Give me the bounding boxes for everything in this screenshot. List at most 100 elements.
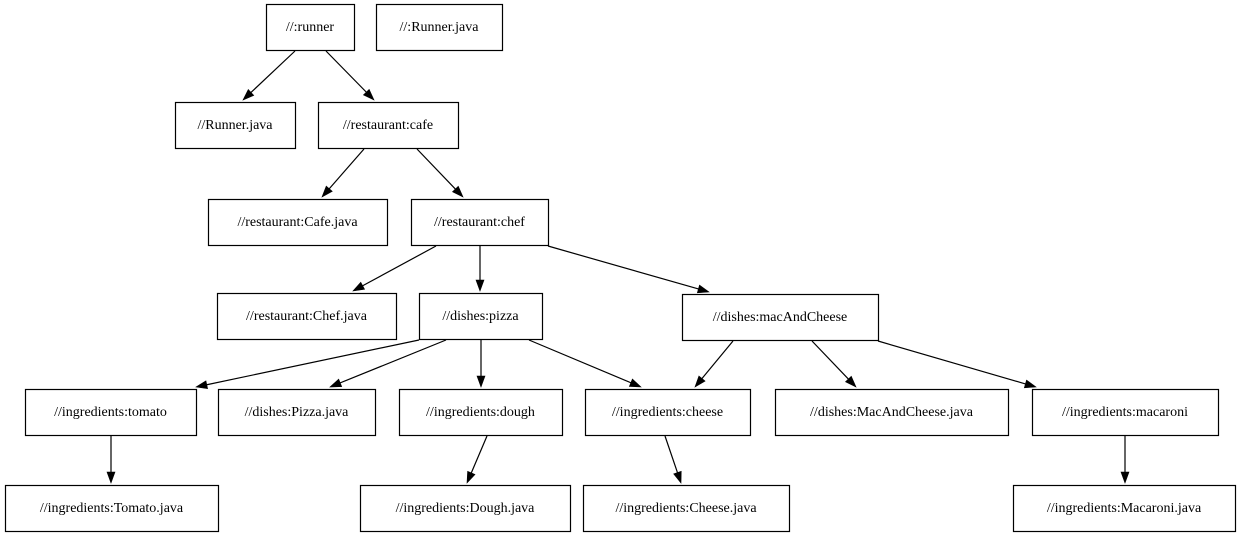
edge-runner-to-cafe [325,50,375,101]
edge-pizza-to-tomato [195,339,420,390]
edge-cheese-to-cheese-java [664,435,682,484]
nodes-layer: //:runner //:Runner.java //Runner.java //re… [4,3,1237,533]
edge-pizza-to-cheese [528,339,642,388]
graph-node-pizza-java[interactable]: //dishes:Pizza.java [217,388,377,437]
node-label: //ingredients:Dough.java [396,501,536,516]
arrowhead-icon [476,375,486,388]
edge-chef-to-pizza [475,246,485,292]
node-box[interactable] [582,484,791,533]
node-label: //dishes:Pizza.java [245,405,350,420]
node-label: //restaurant:Cafe.java [237,215,358,230]
node-box[interactable] [24,388,198,437]
node-label: //:Runner.java [400,20,480,35]
node-label: //dishes:MacAndCheese.java [810,405,974,420]
node-label: //ingredients:dough [426,405,535,420]
node-box[interactable] [359,484,572,533]
node-label: //ingredients:Tomato.java [40,501,184,516]
graph-node-tomato-java[interactable]: //ingredients:Tomato.java [4,484,220,533]
graph-node-dough[interactable]: //ingredients:dough [398,388,564,437]
graph-node-mac-cheese-java[interactable]: //dishes:MacAndCheese.java [774,388,1010,437]
edge-line [325,50,367,93]
graph-node-dough-java[interactable]: //ingredients:Dough.java [359,484,572,533]
graph-node-tomato[interactable]: //ingredients:tomato [24,388,198,437]
edge-mac-and-cheese-to-macaroni [877,340,1037,389]
node-label: //Runner.java [197,118,273,133]
edge-line [701,340,734,379]
graph-node-cafe[interactable]: //restaurant:cafe [317,101,460,150]
edge-mac-and-cheese-to-mac-cheese-java [811,340,857,388]
graph-node-root-runner-java[interactable]: //:Runner.java [375,3,504,52]
edge-runner-to-runner-java [242,50,296,101]
node-box[interactable] [398,388,564,437]
graph-node-cheese-java[interactable]: //ingredients:Cheese.java [582,484,791,533]
node-box[interactable] [317,101,460,150]
node-box[interactable] [174,101,297,150]
node-box[interactable] [410,198,550,247]
graph-node-chef-java[interactable]: //restaurant:Chef.java [216,292,398,341]
arrowhead-icon [451,185,464,198]
graph-node-macaroni[interactable]: //ingredients:macaroni [1031,388,1220,437]
edge-macaroni-to-macaroni-java [1120,436,1130,484]
arrowhead-icon [106,471,116,484]
node-box[interactable] [418,292,544,341]
node-label: //restaurant:cafe [343,118,433,133]
edge-line [528,339,632,384]
graph-node-pizza[interactable]: //dishes:pizza [418,292,544,341]
node-box[interactable] [207,198,389,247]
node-label: //ingredients:tomato [54,405,167,420]
edge-line [470,435,488,474]
edge-tomato-to-tomato-java [106,436,116,484]
node-box[interactable] [584,388,752,437]
node-label: //dishes:pizza [442,309,519,324]
node-box[interactable] [217,388,377,437]
node-box[interactable] [1031,388,1220,437]
node-box[interactable] [1012,484,1237,533]
edge-chef-to-mac-and-cheese [547,245,710,294]
edge-line [416,148,456,190]
node-label: //ingredients:Cheese.java [615,501,757,516]
arrowhead-icon [1023,379,1037,389]
node-box[interactable] [4,484,220,533]
graph-node-macaroni-java[interactable]: //ingredients:Macaroni.java [1012,484,1237,533]
edge-line [811,340,849,380]
edge-mac-and-cheese-to-cheese [694,340,734,388]
edge-line [877,340,1026,385]
node-box[interactable] [216,292,398,341]
edge-line [362,245,437,287]
node-label: //ingredients:cheese [612,405,723,420]
node-label: //dishes:macAndCheese [713,310,848,325]
edges-layer [106,50,1130,484]
graph-node-chef[interactable]: //restaurant:chef [410,198,550,247]
edge-dough-to-dough-java [466,435,488,484]
node-box[interactable] [681,293,880,342]
arrowhead-icon [321,185,333,198]
node-label: //ingredients:macaroni [1062,405,1188,420]
arrowhead-icon [696,284,710,294]
arrowhead-icon [1120,471,1130,484]
graph-node-runner[interactable]: //:runner [265,3,356,52]
node-box[interactable] [375,3,504,52]
graph-node-cheese[interactable]: //ingredients:cheese [584,388,752,437]
graph-node-cafe-java[interactable]: //restaurant:Cafe.java [207,198,389,247]
edge-pizza-to-pizza-java [329,339,447,388]
arrowhead-icon [242,89,255,101]
graph-node-runner-java[interactable]: //Runner.java [174,101,297,150]
arrowhead-icon [466,470,476,484]
edge-cafe-to-cafe-java [321,148,365,198]
edge-line [664,435,679,473]
arrowhead-icon [329,378,343,388]
node-box[interactable] [774,388,1010,437]
arrowhead-icon [694,375,706,388]
graph-node-mac-and-cheese[interactable]: //dishes:macAndCheese [681,293,880,342]
edge-line [547,245,699,290]
edge-line [328,148,365,190]
arrowhead-icon [844,375,857,388]
arrowhead-icon [362,88,375,101]
edge-line [250,50,296,93]
edge-pizza-to-dough [476,340,486,388]
node-label: //:runner [286,20,335,35]
node-box[interactable] [265,3,356,52]
edge-line [206,339,420,386]
